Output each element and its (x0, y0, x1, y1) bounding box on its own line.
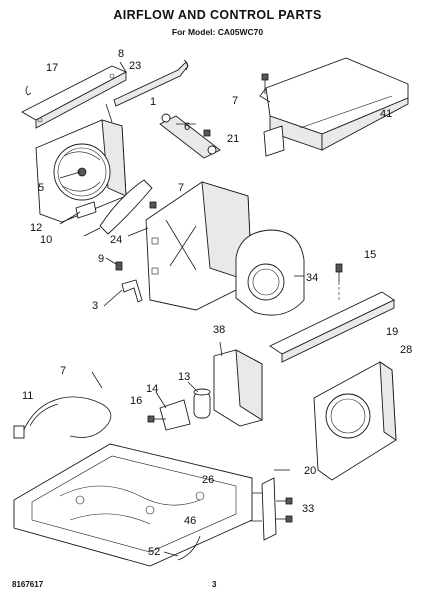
callout-41: 41 (380, 108, 392, 120)
screw-33 (276, 497, 293, 523)
part-24-center-housing (127, 181, 253, 311)
callout-3: 3 (92, 300, 98, 312)
callout-13: 13 (178, 371, 190, 383)
callout-26: 26 (202, 474, 214, 486)
screw-15 (335, 263, 343, 282)
part-10-baffle (83, 179, 153, 237)
callout-12: 12 (30, 222, 42, 234)
callout-11: 11 (22, 390, 33, 402)
part-5-fan-blade (59, 167, 87, 179)
callout-7a: 7 (232, 95, 238, 107)
part-20-side-bracket (261, 469, 290, 541)
callout-24: 24 (110, 234, 122, 246)
callout-23: 23 (129, 60, 141, 72)
callout-1: 1 (150, 96, 156, 108)
callout-52: 52 (148, 546, 160, 558)
part-13-capacitor (187, 381, 211, 419)
callout-28: 28 (400, 344, 412, 356)
callout-15: 15 (364, 249, 376, 261)
screw-7-top (261, 73, 269, 94)
callout-10: 10 (40, 234, 52, 246)
part-8-top-rail (21, 61, 128, 129)
callout-labels: 17 8 23 1 7 41 6 21 5 7 12 10 24 9 15 34… (22, 48, 412, 558)
part-38-control-box (213, 341, 263, 427)
part-34-blower-scroll (235, 229, 305, 316)
document-number: 8167617 (12, 580, 44, 589)
part-52-drain-tube (163, 535, 201, 561)
callout-14: 14 (146, 383, 158, 395)
callout-34: 34 (306, 272, 318, 284)
screw-16 (147, 415, 166, 423)
part-3-bracket (103, 279, 143, 307)
page-title: AIRFLOW AND CONTROL PARTS (113, 8, 322, 22)
callout-17: 17 (46, 62, 58, 74)
callout-16: 16 (130, 395, 142, 407)
base-pan (13, 443, 253, 567)
callout-7b: 7 (178, 182, 184, 194)
callout-33: 33 (302, 503, 314, 515)
page-number: 3 (212, 580, 217, 589)
part-19-rail (269, 282, 395, 363)
callout-19: 19 (386, 326, 398, 338)
callout-8: 8 (118, 48, 124, 60)
model-subtitle: For Model: CA05WC70 (171, 27, 264, 37)
part-23-strip (113, 59, 189, 107)
part-1-fan-shroud (35, 103, 127, 223)
part-17-clip (25, 85, 32, 96)
callout-38: 38 (213, 324, 225, 336)
callout-46: 46 (184, 515, 196, 527)
part-14-bracket (155, 391, 191, 431)
part-28-condenser-panel (313, 361, 397, 481)
part-11-power-cord (13, 371, 112, 439)
part-6-motor-bar (159, 113, 221, 159)
part-9-clip (105, 257, 123, 271)
part-41-top-cover (259, 57, 409, 157)
callout-6: 6 (184, 121, 190, 133)
callout-5: 5 (38, 182, 44, 194)
callout-20: 20 (304, 465, 316, 477)
callout-7c: 7 (60, 365, 66, 377)
callout-21: 21 (227, 133, 239, 145)
callout-9: 9 (98, 253, 104, 265)
part-12-bracket (59, 201, 97, 225)
